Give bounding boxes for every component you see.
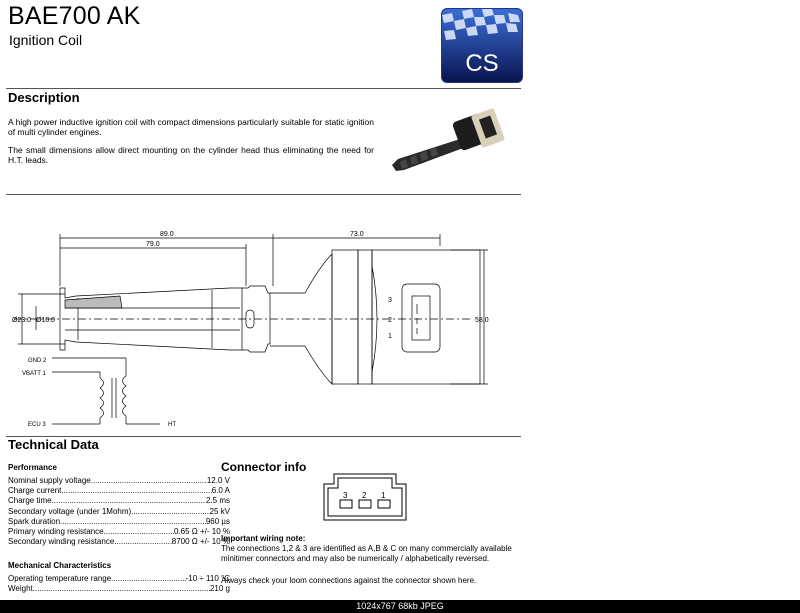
mechanical-list: Operating temperature range -10 ÷ 110 °C… [8, 574, 230, 594]
wiring-note: Important wiring note: The connections 1… [221, 534, 521, 586]
pin-3-label: 3 [388, 297, 392, 304]
section-heading-technical: Technical Data [8, 437, 99, 452]
page-subtitle: Ignition Coil [9, 32, 83, 48]
spec-row: Spark duration960 µs [8, 517, 230, 527]
dia-10-label: Ø10.0 [36, 317, 55, 324]
connector-diagram: 3 2 1 [323, 473, 407, 521]
wiring-note-heading: Important wiring note: [221, 534, 306, 543]
divider [6, 194, 521, 195]
performance-list: Nominal supply voltage 12.0 V Charge cur… [8, 476, 230, 547]
dim-89-label: 89.0 [160, 231, 174, 238]
image-info-bar: 1024x767 68kb JPEG [0, 600, 800, 613]
mechanical-heading: Mechanical Characteristics [8, 561, 112, 570]
ignition-coil-photo [392, 108, 505, 171]
performance-heading: Performance [8, 463, 57, 472]
spec-row: Nominal supply voltage 12.0 V [8, 476, 230, 486]
description-paragraph-2: The small dimensions allow direct mounti… [8, 145, 374, 165]
connector-pin-2: 2 [362, 491, 367, 500]
pin-1-label: 1 [388, 333, 392, 340]
dim-73-label: 73.0 [350, 231, 364, 238]
pin-2-label: 2 [388, 317, 392, 324]
spec-row: Secondary winding resistance 8700 Ω +/- … [8, 537, 230, 547]
divider [6, 436, 521, 437]
description-paragraph-1: A high power inductive ignition coil wit… [8, 117, 374, 137]
dia-23-label: Ø23.0 [12, 317, 31, 324]
spec-row: Charge current 6.0 A [8, 486, 230, 496]
ecu-label: ECU 3 [28, 422, 46, 428]
page-title: BAE700 AK [8, 2, 141, 30]
logo-text: CS [465, 50, 498, 77]
checkered-flag-icon: CS [442, 9, 522, 82]
section-heading-description: Description [8, 90, 80, 105]
divider [6, 88, 521, 89]
technical-drawing: 89.0 79.0 73.0 58.0 Ø23.0 Ø10.0 3 2 1 GN… [12, 231, 489, 428]
dim-79-label: 79.0 [146, 241, 160, 248]
connector-heading: Connector info [221, 460, 307, 474]
spec-row: Secondary voltage (under 1Mohm)25 kV [8, 507, 230, 517]
connector-pin-1: 1 [381, 491, 386, 500]
spec-row: Operating temperature range -10 ÷ 110 °C [8, 574, 230, 584]
dim-58-label: 58.0 [475, 317, 489, 324]
wiring-note-footer: Always check your loom connections again… [221, 576, 477, 585]
wiring-note-text: The connections 1,2 & 3 are identified a… [221, 544, 512, 563]
cs-logo: CS [441, 8, 523, 83]
datasheet-page: BAE700 AK Ignition Coil [0, 0, 800, 600]
connector-pin-3: 3 [343, 491, 348, 500]
ht-label: HT [168, 422, 176, 428]
spec-row: Primary winding resistance 0.65 Ω +/- 10… [8, 527, 230, 537]
gnd-label: GND 2 [28, 358, 47, 364]
spec-row: Weight210 g [8, 584, 230, 594]
vbatt-label: VBATT 1 [22, 371, 46, 377]
spec-row: Charge time2.5 ms [8, 496, 230, 506]
